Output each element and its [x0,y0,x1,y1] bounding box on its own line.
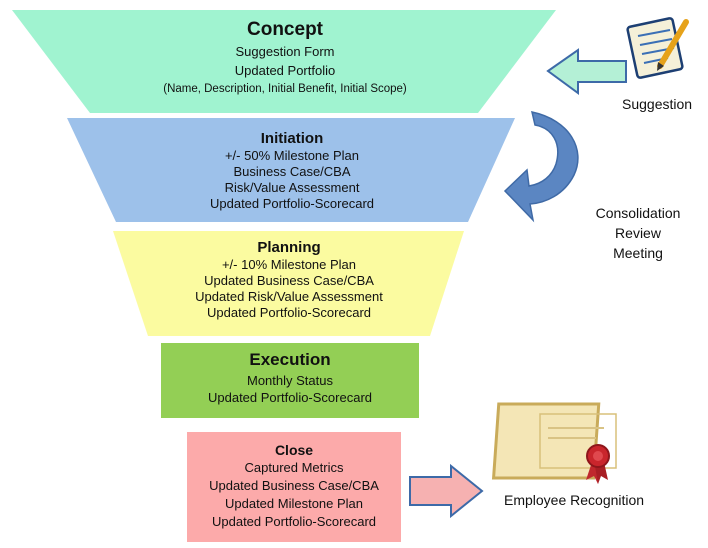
stage-line: Monthly Status [247,373,333,388]
stage-line: Updated Portfolio-Scorecard [206,305,372,320]
stage-line: Risk/Value Assessment [224,180,360,195]
stage-line: Updated Milestone Plan [224,496,364,511]
certificate-icon [491,402,617,484]
stage-title: Execution [249,350,331,369]
stage-line: (Name, Description, Initial Benefit, Ini… [163,83,407,95]
stage-line: Updated Portfolio-Scorecard [211,514,377,529]
stage-title: Concept [247,19,323,40]
planning-stage: Planning +/- 10% Milestone Plan Updated … [148,239,430,321]
initiation-stage: Initiation +/- 50% Milestone Plan Busine… [116,130,468,212]
stage-line: +/- 50% Milestone Plan [224,148,360,163]
stage-line: Updated Business Case/CBA [209,478,379,493]
stage-line: Updated Portfolio-Scorecard [209,196,375,211]
concept-stage: Concept Suggestion Form Updated Portfoli… [90,18,480,99]
stage-line: Updated Portfolio [234,63,336,78]
execution-stage-shape [161,343,419,418]
planning-stage-shape [113,231,464,336]
stage-line: Updated Portfolio-Scorecard [207,390,373,405]
execution-stage: Execution Monthly Status Updated Portfol… [161,348,419,406]
stage-line: Updated Business Case/CBA [204,273,374,288]
concept-stage-shape [12,10,556,113]
suggestion-label: Suggestion [622,96,693,112]
stage-title: Planning [257,239,321,256]
initiation-stage-shape [67,118,515,222]
stage-title: Initiation [260,130,324,147]
close-stage-shape [187,432,401,542]
review-label: Consolidation Review Meeting [580,203,696,263]
stage-title: Close [274,442,314,458]
stage-line: Suggestion Form [235,44,335,59]
review-label-line: Consolidation [595,205,681,221]
review-label-line: Meeting [613,245,663,261]
stage-line: Business Case/CBA [233,164,351,179]
stage-line: Captured Metrics [244,460,344,475]
suggestion-arrow [546,48,627,95]
suggestion-notepad-icon [626,17,689,79]
recognition-arrow [409,463,484,519]
stage-line: Updated Risk/Value Assessment [195,289,383,304]
recognition-label: Employee Recognition [504,492,645,508]
close-stage: Close Captured Metrics Updated Business … [187,441,401,531]
stage-line: +/- 10% Milestone Plan [221,257,357,272]
review-curved-arrow [503,111,579,223]
review-label-line: Review [615,225,661,241]
